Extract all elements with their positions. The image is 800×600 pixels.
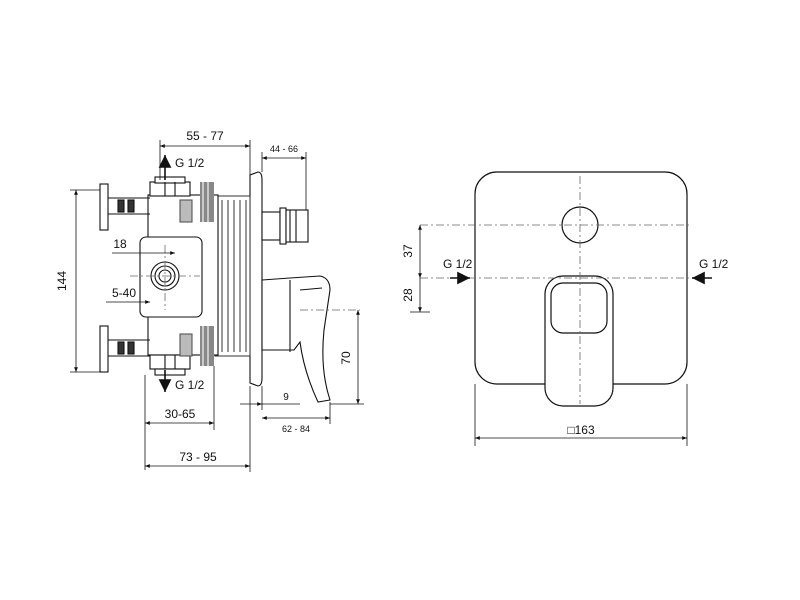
centerlines — [130, 245, 360, 311]
dim-62-84: 62 - 84 — [282, 424, 310, 434]
thread-left-label: G 1/2 — [443, 257, 473, 271]
front-lever — [544, 275, 614, 407]
side-dim-labels: 55 - 77 44 - 66 144 18 5-40 30-65 73 - 9… — [55, 129, 353, 464]
dim-18: 18 — [113, 237, 127, 251]
dim-70: 70 — [339, 351, 353, 365]
inner-hatch — [179, 199, 193, 357]
side-view — [99, 171, 360, 403]
bracket-top — [99, 182, 214, 231]
dim-163: □163 — [567, 423, 595, 437]
lever-handle — [261, 275, 331, 403]
dim-44-66: 44 - 66 — [270, 144, 298, 154]
front-dim-labels: 37 28 □163 G 1/2 G 1/2 — [401, 244, 729, 437]
thread-right-label: G 1/2 — [699, 257, 729, 271]
side-dimensions — [70, 140, 364, 472]
body-ribs — [214, 195, 251, 357]
front-view — [474, 171, 688, 407]
dim-37: 37 — [401, 244, 415, 258]
wall-plate — [249, 171, 263, 387]
thread-top-label: G 1/2 — [175, 156, 205, 170]
dim-30-65: 30-65 — [165, 407, 196, 421]
dim-5-40: 5-40 — [112, 286, 136, 300]
bracket-bottom — [99, 325, 214, 373]
dim-73-95: 73 - 95 — [179, 450, 217, 464]
dim-55-77: 55 - 77 — [186, 129, 224, 143]
top-fitting — [149, 176, 191, 197]
dim-144: 144 — [55, 271, 69, 291]
dim-9: 9 — [283, 392, 289, 403]
diverter-stub — [261, 207, 309, 245]
dim-28: 28 — [401, 288, 415, 302]
front-lever-inner — [550, 282, 608, 334]
bottom-fitting — [149, 354, 191, 376]
thread-bottom-label: G 1/2 — [175, 378, 205, 392]
front-dimensions — [410, 225, 688, 446]
